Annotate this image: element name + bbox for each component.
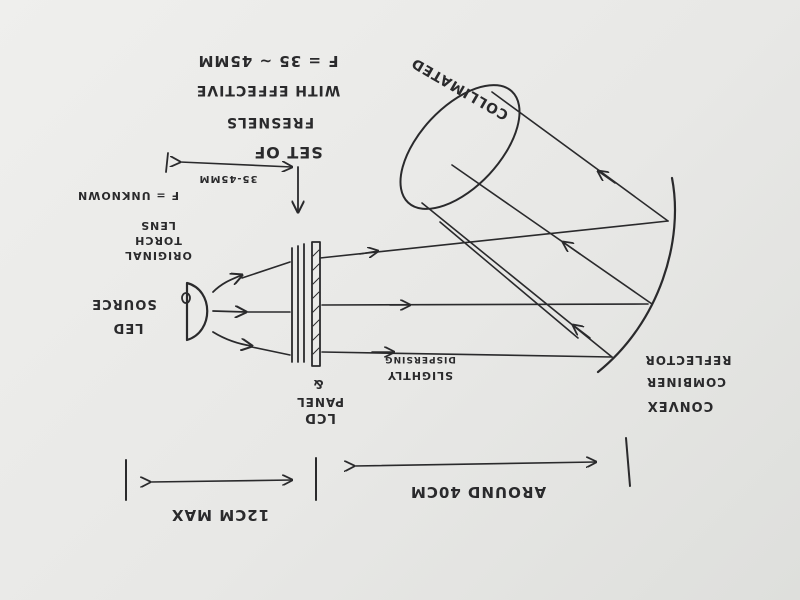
led-label: LED [113,320,144,335]
panel-label: PANEL [296,395,344,409]
set-of-label: SET OF [253,143,322,162]
dimension-12cm [125,457,317,501]
dispersing-label: DISPERSING [384,354,456,364]
twelve-cm-max-label: 12CM MAX [171,506,269,524]
original-label: ORIGINAL [124,249,192,262]
led-dot [181,292,191,304]
focal-range-label: F = 35 ~ 45MM [198,52,339,70]
torch-label: TORCH [134,234,182,247]
lcd-fresnel-stack [291,241,321,367]
dimension-40cm [354,437,631,487]
source-label: SOURCE [91,296,156,311]
slightly-label: SLIGHTLY [387,369,453,382]
collimated-label: COLLIMATED [409,54,512,123]
torch-lens-rays [212,261,291,356]
lcd-panel [311,241,321,367]
f-unknown-label: F = UNKNOWN [77,189,179,202]
lcd-label: LCD [304,410,336,425]
dimension-35-45mm [165,152,292,173]
around-40cm-label: AROUND 40CM [410,483,546,501]
reflector-label: REFLECTOR [645,353,732,367]
with-effective-label: WITH EFFECTIVE [196,82,340,98]
combiner-label: COMBINER [646,375,726,389]
collimated-ellipse [399,84,521,210]
combiner-reflector-curve [596,176,677,374]
outgoing-rays [319,220,669,358]
led-dome [185,281,209,342]
fresnels-label: FRESNELS [226,114,314,130]
lens-label: LENS [140,219,176,232]
distance-35-45-label: 35-45MM [199,173,258,184]
concave-label: CONVEX [647,398,713,413]
reflected-rays [421,91,669,358]
led-source [181,281,209,342]
ampersand-label: & [312,377,323,391]
